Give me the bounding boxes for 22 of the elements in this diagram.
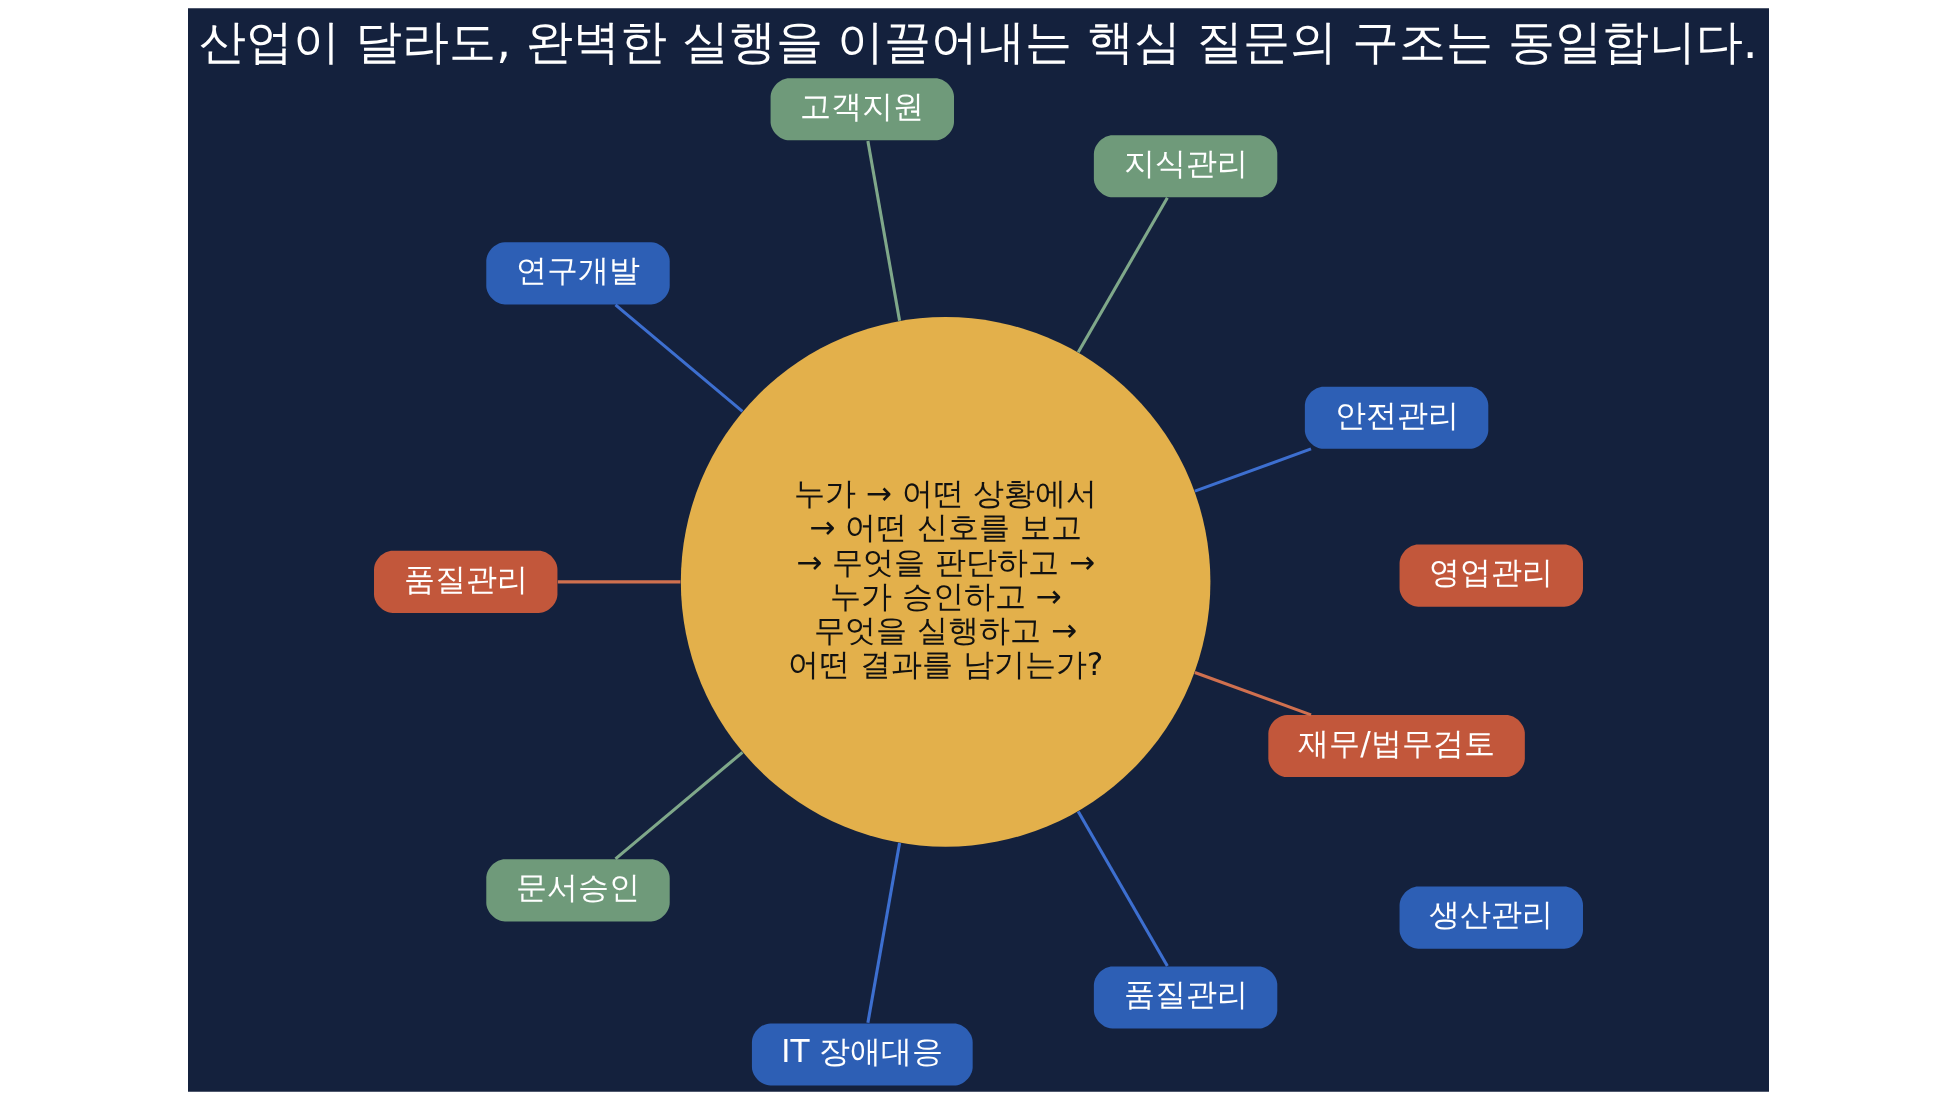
node-box: IT 장애대응 — [751, 1023, 973, 1086]
connector — [865, 140, 901, 321]
node-box: 품질관리 — [373, 550, 557, 613]
connector — [1193, 671, 1312, 717]
connector — [557, 580, 680, 584]
connector — [1076, 810, 1169, 967]
connector — [614, 303, 743, 413]
node-box: 지식관리 — [1093, 135, 1277, 198]
node-box: 문서승인 — [485, 859, 670, 922]
node-box: 영업관리 — [1399, 544, 1583, 607]
connector — [1076, 197, 1169, 353]
node-box: 연구개발 — [485, 242, 670, 305]
diagram-title: 산업이 달라도, 완벽한 실행을 이끌어내는 핵심 질문의 구조는 동일합니다. — [198, 14, 1758, 69]
node-box: 안전관리 — [1304, 386, 1488, 449]
node-circle: 누가 → 어떤 상황에서 → 어떤 신호를 보고 → 무엇을 판단하고 → 누가 승인하고 → 무엇을 실행하고 → 어떤 결과를 남기는가? — [680, 317, 1210, 847]
node-box: 품질관리 — [1093, 966, 1277, 1029]
connector — [1193, 447, 1312, 493]
connector — [865, 842, 901, 1024]
node-box: 생산관리 — [1399, 886, 1583, 949]
connector — [614, 751, 743, 861]
node-box: 고객지원 — [770, 78, 954, 141]
node-box: 재무/법무검토 — [1267, 714, 1525, 778]
